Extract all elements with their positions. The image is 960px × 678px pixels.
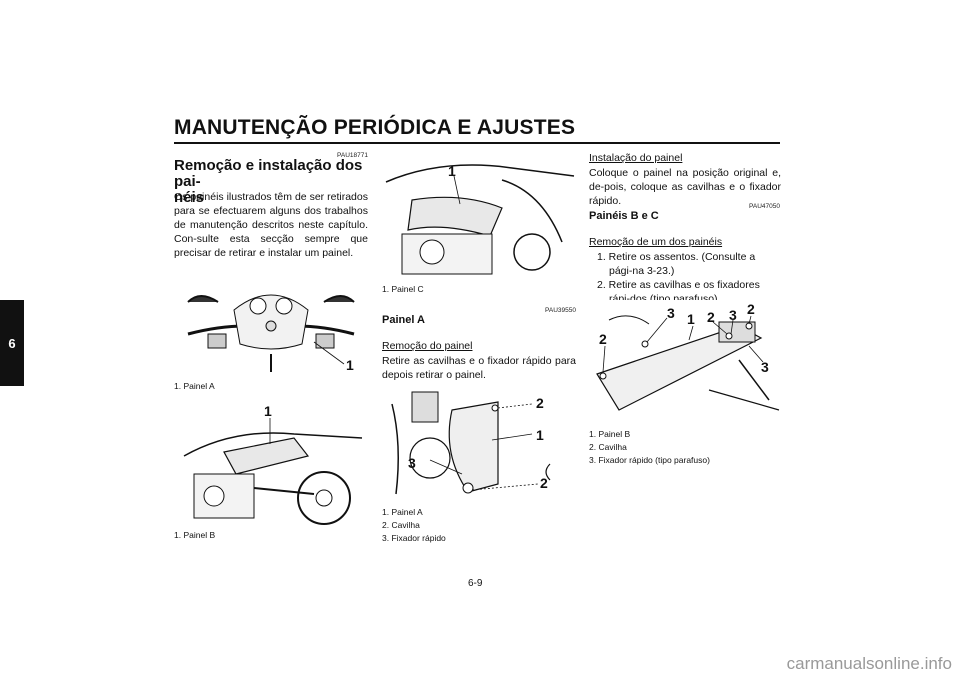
section-code: PAU39550 [545, 307, 576, 314]
subheading-installation: Instalação do painel [589, 152, 683, 164]
caption-painel-a: 1. Painel A [174, 381, 215, 391]
caption-list: 1. Painel B 2. Cavilha 3. Fixador rápido… [589, 428, 781, 467]
panel-a-fastener-illustration: 2 1 3 2 [391, 391, 551, 495]
figure-painel-c: 1 [382, 152, 576, 280]
handlebar-illustration: 1 [187, 294, 355, 373]
installation-text: Coloque o painel na posição original e, … [589, 167, 781, 207]
callout-2: 2 [599, 331, 607, 347]
intro-text: Os painéis ilustrados têm de ser retirad… [174, 191, 368, 259]
callout-1: 1 [687, 311, 695, 327]
figure-panel-a-fasteners: 2 1 3 2 [382, 384, 576, 504]
page-number: 6-9 [468, 578, 483, 589]
callout-3: 3 [729, 307, 737, 323]
callout-2: 2 [536, 395, 544, 411]
callout-3: 3 [667, 305, 675, 321]
subheading-removal: Remoção do painel [382, 340, 473, 352]
caption-item: 1. Painel A [382, 507, 423, 517]
steps-list: 1. Retire os assentos. (Consulte a pági-… [589, 250, 781, 306]
callout-1: 1 [536, 427, 544, 443]
caption-painel-c: 1. Painel C [382, 284, 424, 294]
caption-item: 1. Painel B [589, 429, 631, 439]
caption-painel-b: 1. Painel B [174, 530, 216, 540]
caption-item: 3. Fixador rápido [382, 533, 446, 543]
callout-3: 3 [408, 455, 416, 471]
callout-2: 2 [540, 475, 548, 491]
subheading-removal: Remoção de um dos painéis [589, 236, 723, 248]
watermark: carmanualsonline.info [786, 654, 952, 673]
callout-1: 1 [264, 403, 272, 419]
page-title: MANUTENÇÃO PERIÓDICA E AJUSTES [174, 116, 576, 139]
figure-painel-b: 1 [174, 398, 368, 526]
section-code: PAU18771 [337, 152, 368, 159]
callout-2: 2 [747, 301, 755, 317]
section-code: PAU47050 [749, 203, 780, 210]
removal-text: Retire as cavilhas e o fixador rápido pa… [382, 355, 576, 381]
callout-1: 1 [346, 357, 354, 373]
section-heading: Remoção e instalação dos pai- néis [174, 157, 363, 206]
caption-item: 3. Fixador rápido (tipo parafuso) [589, 455, 710, 465]
caption-item: 2. Cavilha [589, 442, 627, 452]
side-panel-b-illustration: 1 [183, 403, 363, 525]
panel-b-fastener-illustration: 2 3 1 2 3 2 3 [596, 301, 780, 411]
section-heading: Painéis B e C [589, 210, 659, 222]
callout-1: 1 [448, 163, 456, 179]
figure-panel-b-fasteners: 2 3 1 2 3 2 3 [589, 300, 781, 424]
title-rule [174, 142, 780, 144]
chapter-tab: 6 [0, 300, 24, 386]
side-panel-c-illustration: 1 [385, 163, 575, 275]
figure-painel-a: 1 [174, 272, 368, 376]
callout-3: 3 [761, 359, 769, 375]
step-item: 1. Retire os assentos. (Consulte a pági-… [597, 251, 756, 277]
caption-item: 2. Cavilha [382, 520, 420, 530]
section-heading: Painel A [382, 314, 425, 326]
callout-2: 2 [707, 309, 715, 325]
caption-list: 1. Painel A 2. Cavilha 3. Fixador rápido [382, 506, 576, 545]
